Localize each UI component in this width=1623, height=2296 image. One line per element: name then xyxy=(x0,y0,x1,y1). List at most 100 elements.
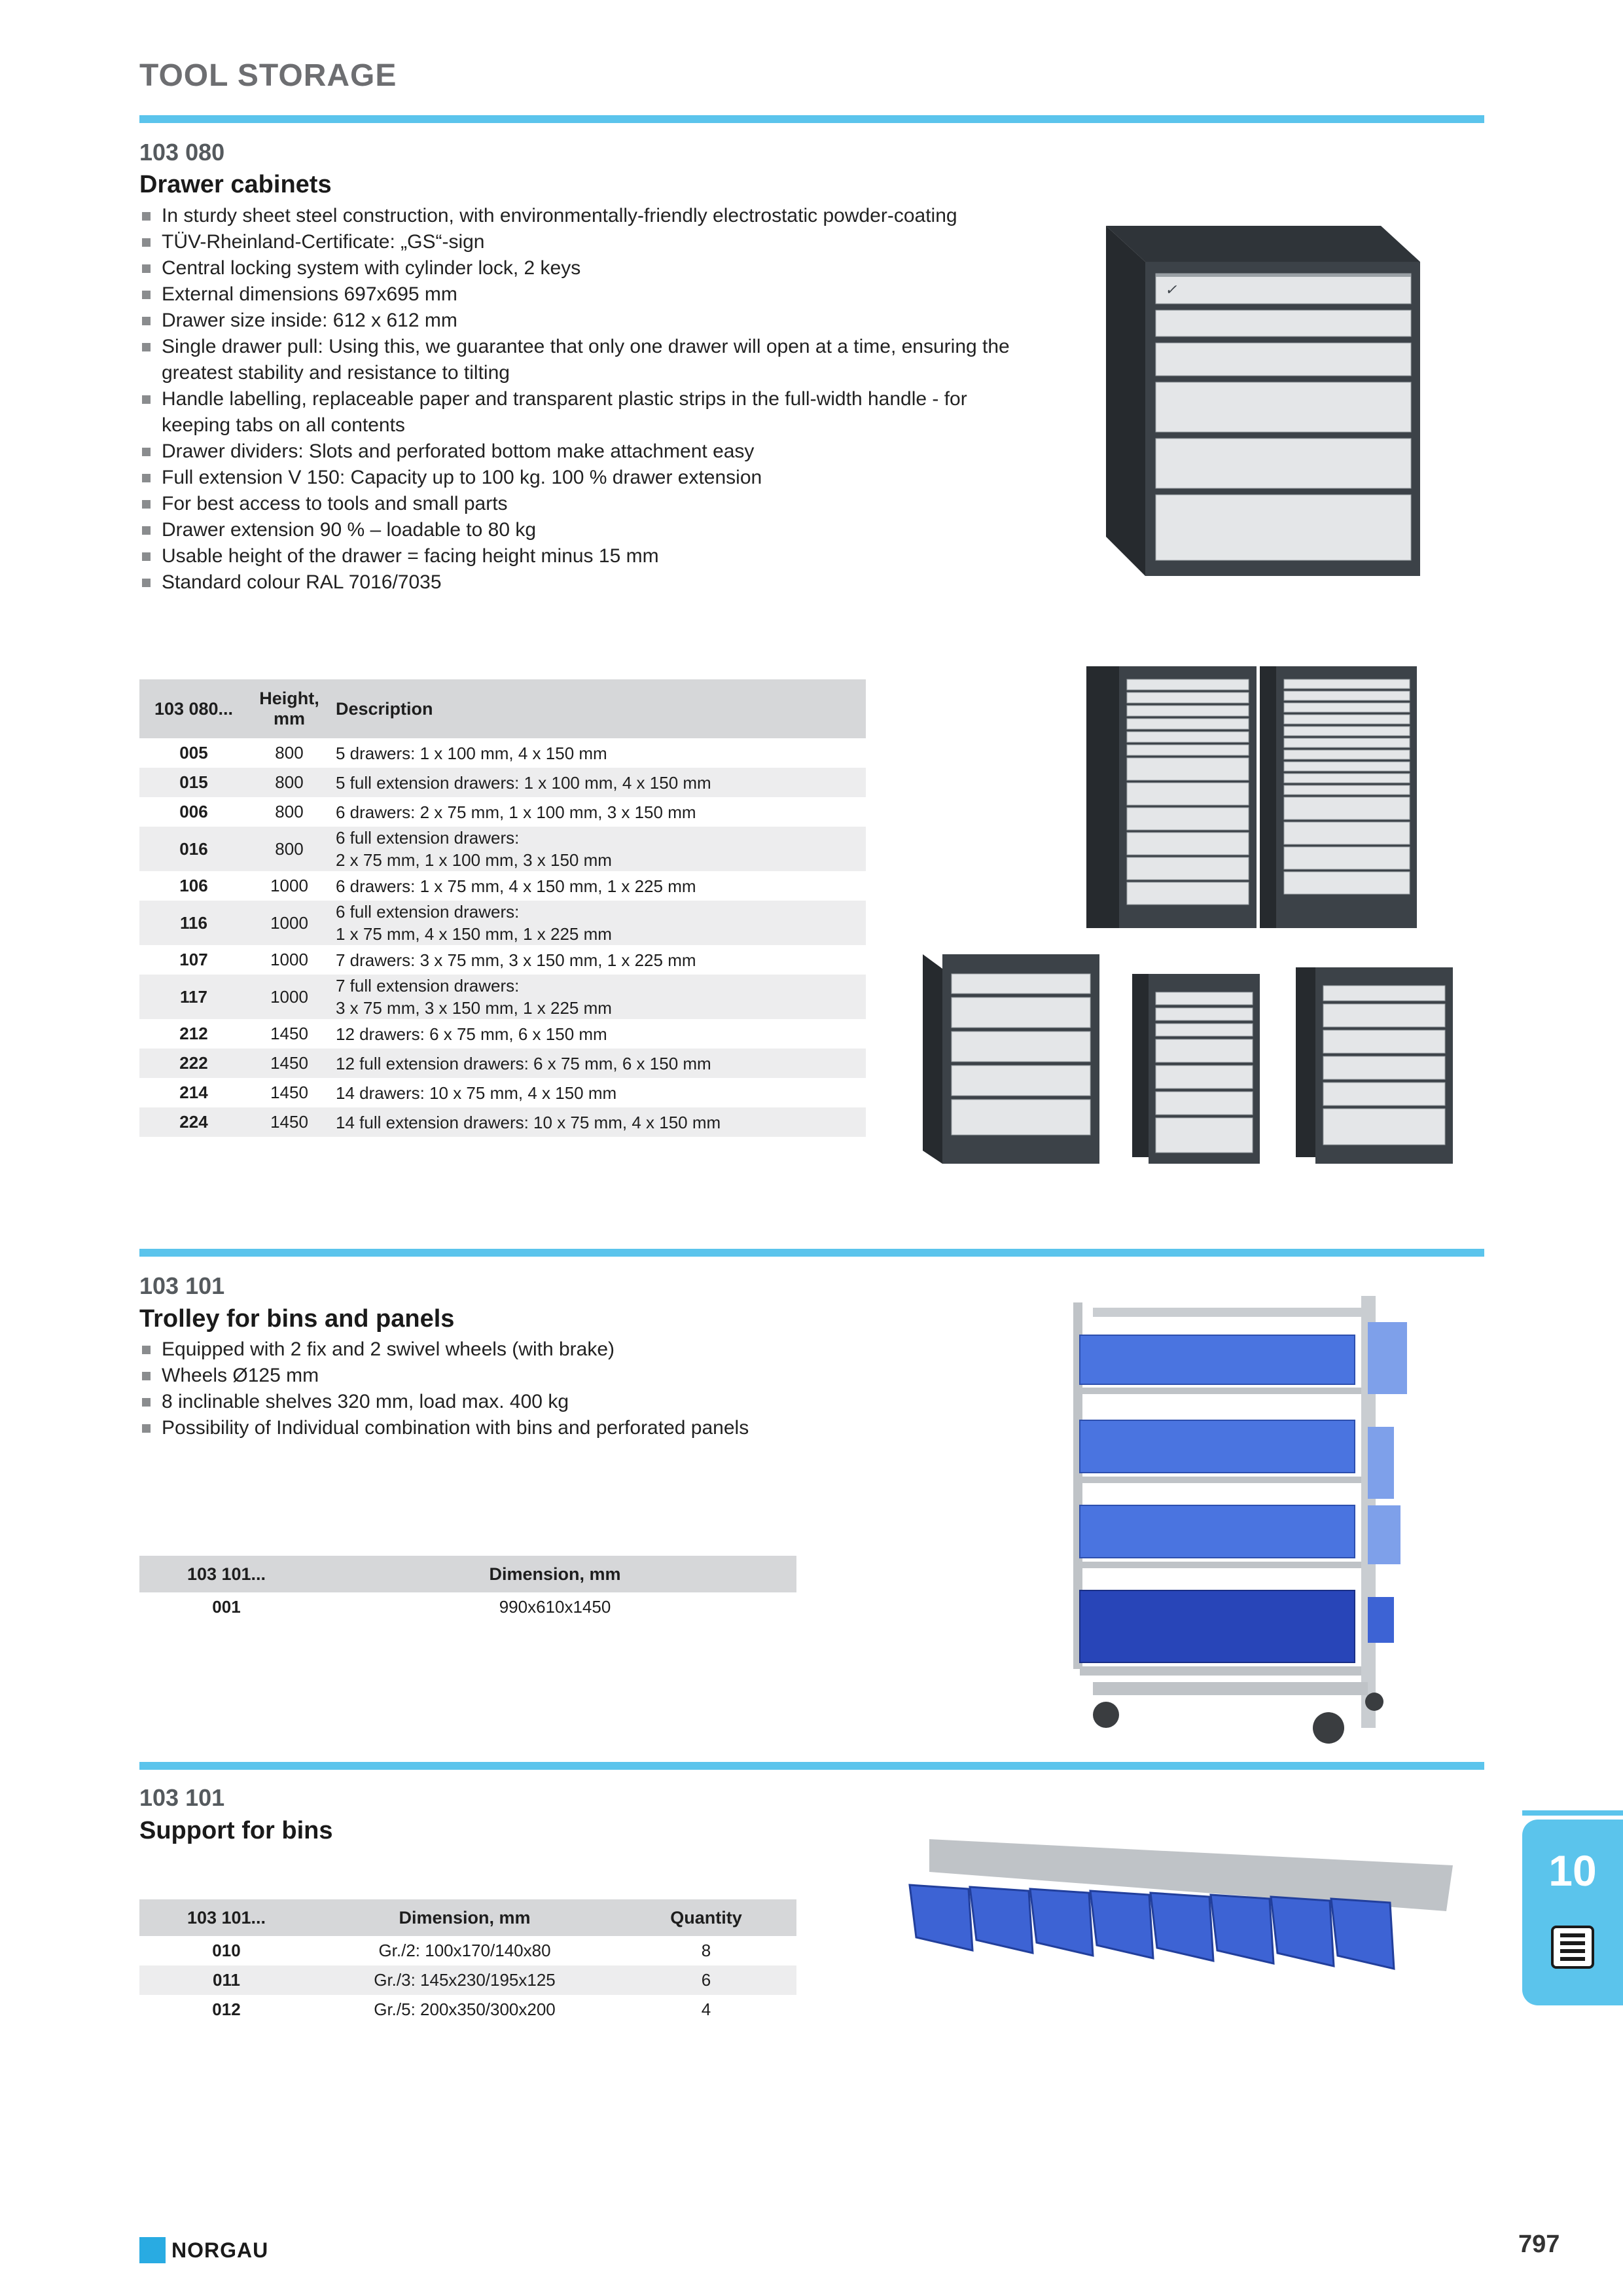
feature-item: Wheels Ø125 mm xyxy=(139,1363,1010,1389)
cabinet-icon xyxy=(1551,1926,1594,1969)
section-title: Trolley for bins and panels xyxy=(139,1305,455,1333)
height-value: 800 xyxy=(275,802,304,821)
item-code: 107 xyxy=(179,950,208,969)
description: 6 drawers: 1 x 75 mm, 4 x 150 mm, 1 x 22… xyxy=(336,876,696,896)
section-number: 103 080 xyxy=(139,139,225,166)
height-value: 1000 xyxy=(270,876,308,895)
quantity-value: 8 xyxy=(701,1941,711,1960)
quantity-value: 6 xyxy=(616,1965,796,1995)
dimension-value: Gr./3: 145x230/195x125 xyxy=(313,1965,616,1995)
height-value: 1450 xyxy=(248,1049,330,1078)
description: 5 drawers: 1 x 100 mm, 4 x 150 mm xyxy=(336,743,607,763)
feature-item: Drawer extension 90 % – loadable to 80 k… xyxy=(139,517,1010,543)
feature-item: Full extension V 150: Capacity up to 100… xyxy=(139,465,1010,491)
col-header-code: 103 101... xyxy=(139,1556,313,1592)
drawer-cabinet-image: ✓ xyxy=(1106,226,1420,576)
height-value: 1000 xyxy=(270,950,308,969)
description: 12 drawers: 6 x 75 mm, 6 x 150 mm xyxy=(336,1024,607,1044)
col-header-code: 103 080... xyxy=(139,679,248,738)
table-row: 012 Gr./5: 200x350/300x200 4 xyxy=(139,1995,796,2024)
item-code: 222 xyxy=(139,1049,248,1078)
feature-item: For best access to tools and small parts xyxy=(139,491,1010,517)
description: 14 full extension drawers: 10 x 75 mm, 4… xyxy=(330,1107,866,1137)
description: 7 full extension drawers: 3 x 75 mm, 3 x… xyxy=(330,975,866,1019)
table-row: 107 1000 7 drawers: 3 x 75 mm, 3 x 150 mm,… xyxy=(139,945,866,975)
height-value: 1000 xyxy=(248,901,330,945)
section-number: 103 101 xyxy=(139,1272,225,1299)
item-code: 011 xyxy=(139,1965,313,1995)
feature-item: 8 inclinable shelves 320 mm, load max. 4… xyxy=(139,1389,1010,1415)
table-row: 001 990x610x1450 xyxy=(139,1592,796,1622)
col-header-dimension: Dimension, mm xyxy=(313,1556,796,1592)
feature-item: Possibility of Individual combination wi… xyxy=(139,1415,1010,1441)
feature-list: Equipped with 2 fix and 2 swivel wheels … xyxy=(139,1336,1010,1441)
cabinet-range-image xyxy=(923,666,1453,1164)
table-row: 106 1000 6 drawers: 1 x 75 mm, 4 x 150 mm,… xyxy=(139,871,866,901)
feature-item: In sturdy sheet steel construction, with… xyxy=(139,203,1010,229)
description: 6 full extension drawers: 1 x 75 mm, 4 x… xyxy=(330,901,866,945)
quantity-value: 4 xyxy=(701,2000,711,2019)
col-header-quantity: Quantity xyxy=(616,1899,796,1936)
brand-logo: NORGAU xyxy=(171,2238,269,2262)
height-value: 1450 xyxy=(270,1024,308,1043)
section-title: Support for bins xyxy=(139,1817,333,1844)
description: 6 full extension drawers: 2 x 75 mm, 1 x… xyxy=(330,827,866,871)
height-value: 1000 xyxy=(248,975,330,1019)
feature-item: Single drawer pull: Using this, we guara… xyxy=(139,334,1010,386)
feature-item: Drawer size inside: 612 x 612 mm xyxy=(139,308,1010,334)
feature-item: Central locking system with cylinder loc… xyxy=(139,255,1010,281)
feature-item: Usable height of the drawer = facing hei… xyxy=(139,543,1010,569)
header-rule xyxy=(139,115,1484,123)
bin-trolley-image xyxy=(1073,1296,1407,1744)
description: 14 drawers: 10 x 75 mm, 4 x 150 mm xyxy=(336,1083,617,1103)
item-code: 015 xyxy=(139,768,248,797)
section-rule xyxy=(139,1249,1484,1257)
item-code: 212 xyxy=(179,1024,208,1043)
feature-list: In sturdy sheet steel construction, with… xyxy=(139,203,1010,596)
item-code: 016 xyxy=(139,827,248,871)
item-code: 214 xyxy=(179,1083,208,1102)
brand-logo-mark xyxy=(139,2237,166,2263)
item-code: 116 xyxy=(139,901,248,945)
col-header-dimension: Dimension, mm xyxy=(313,1899,616,1936)
description: 12 full extension drawers: 6 x 75 mm, 6 … xyxy=(330,1049,866,1078)
chapter-tab[interactable] xyxy=(1522,1820,1623,2005)
section-title: Drawer cabinets xyxy=(139,171,332,198)
item-code: 010 xyxy=(212,1941,241,1960)
feature-item: Standard colour RAL 7016/7035 xyxy=(139,569,1010,596)
page-number: 797 xyxy=(1518,2231,1560,2258)
chapter-tab-bar xyxy=(1522,1810,1623,1816)
dimension-value: Gr./5: 200x350/300x200 xyxy=(374,2000,556,2019)
item-code: 012 xyxy=(212,2000,241,2019)
height-value: 1450 xyxy=(248,1107,330,1137)
col-header-code: 103 101... xyxy=(139,1899,313,1936)
bin-support-rail-image xyxy=(908,1839,1453,1970)
item-code: 005 xyxy=(179,743,208,762)
section-number: 103 101 xyxy=(139,1784,225,1811)
table-row: 212 1450 12 drawers: 6 x 75 mm, 6 x 150 mm xyxy=(139,1019,866,1049)
svg-text:✓: ✓ xyxy=(1165,281,1177,298)
section-rule xyxy=(139,1762,1484,1770)
feature-item: External dimensions 697x695 mm xyxy=(139,281,1010,308)
item-code: 001 xyxy=(212,1597,241,1617)
dimension-value: 990x610x1450 xyxy=(499,1597,611,1617)
page-title: TOOL STORAGE xyxy=(139,58,397,93)
col-header-height: Height, mm xyxy=(248,679,330,738)
description: 7 drawers: 3 x 75 mm, 3 x 150 mm, 1 x 22… xyxy=(336,950,696,970)
item-code: 106 xyxy=(179,876,208,895)
chapter-number: 10 xyxy=(1548,1846,1597,1895)
description: 5 full extension drawers: 1 x 100 mm, 4 … xyxy=(330,768,866,797)
feature-item: Drawer dividers: Slots and perforated bo… xyxy=(139,439,1010,465)
